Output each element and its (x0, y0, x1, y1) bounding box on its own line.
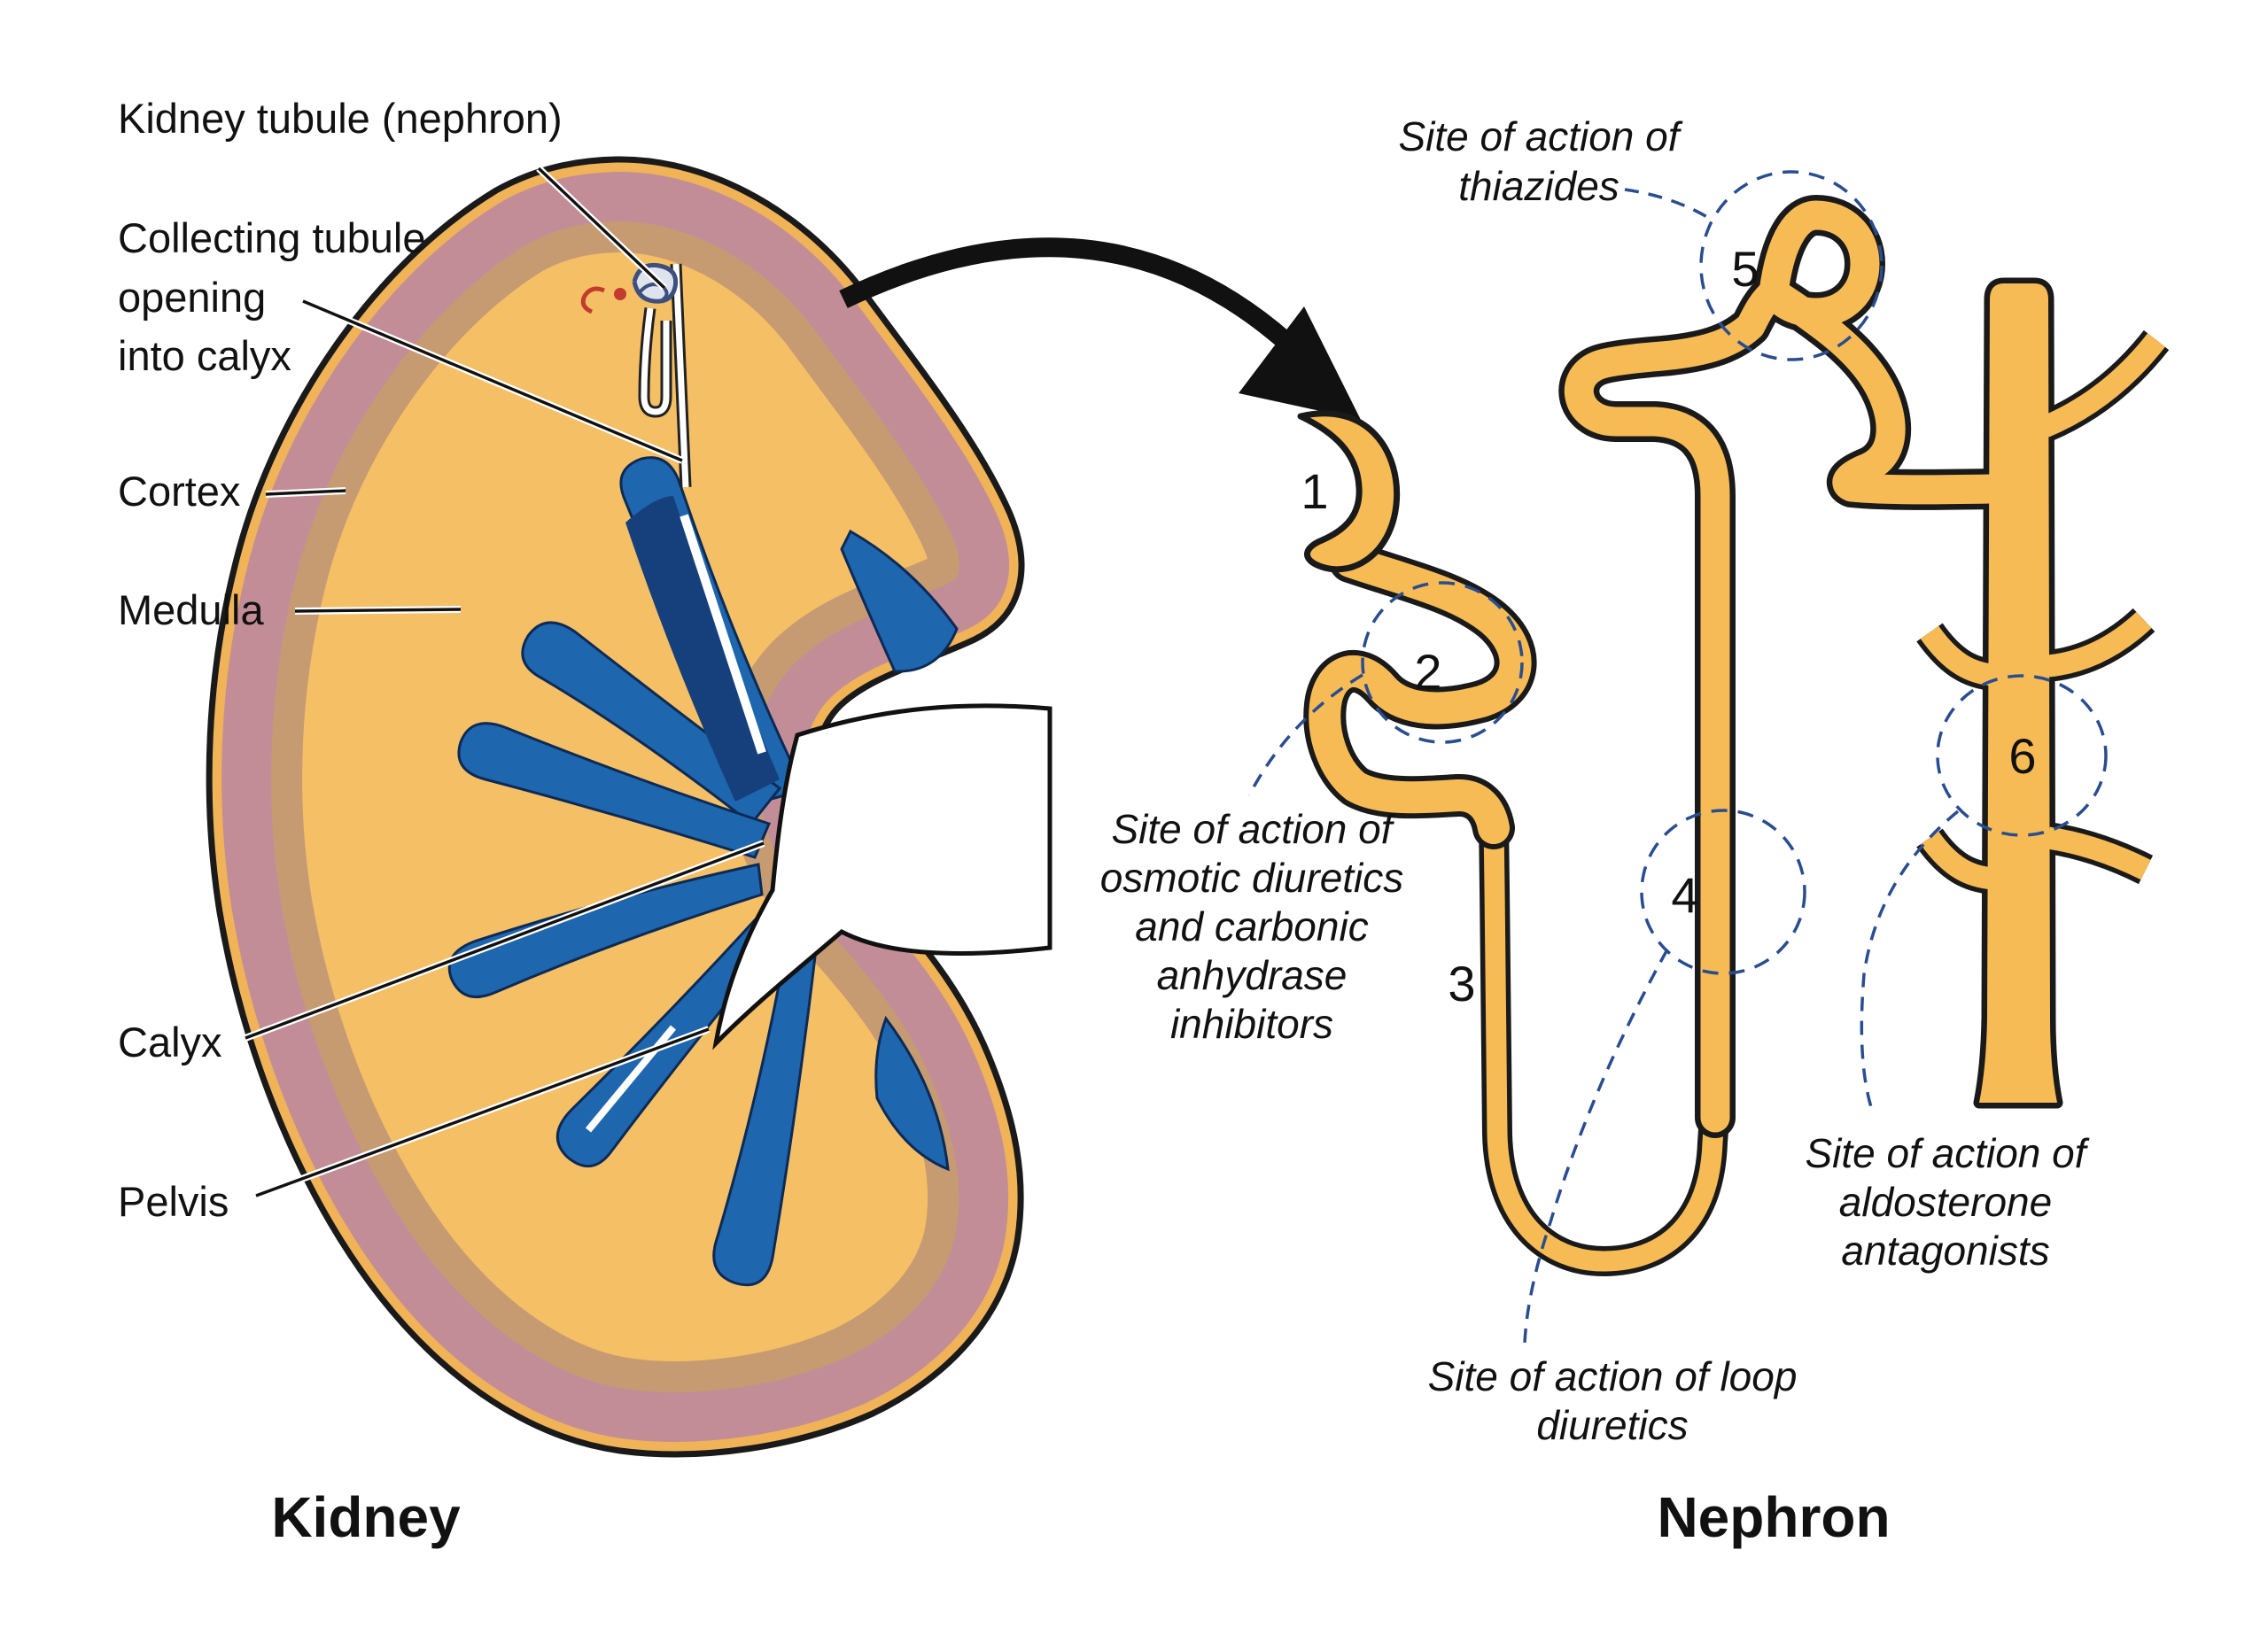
nephron-illustration: 1 2 3 4 5 6 (1247, 170, 2170, 1344)
calyx-navy-shadow (625, 496, 780, 802)
mini-loop (641, 307, 670, 415)
site-number-6: 6 (2008, 728, 2036, 784)
kidney-illustration (206, 156, 1052, 1458)
collecting-duct (1979, 283, 2057, 1103)
label-loop-line1: Site of action of loop (1428, 1353, 1798, 1399)
branch-5 (2047, 826, 2151, 880)
calyx-lower-right (874, 1015, 950, 1172)
label-calyx: Calyx (118, 1019, 222, 1065)
site-number-5: 5 (1731, 241, 1759, 297)
nephron-labels: Site of action of thiazides Site of acti… (1100, 113, 2090, 1549)
branch-1 (2040, 333, 2165, 438)
label-medulla: Medulla (118, 586, 264, 633)
leader-calyx (245, 841, 765, 1040)
label-collecting-line2: opening (118, 274, 266, 321)
calyx-wedge-down (712, 951, 817, 1287)
branch-4 (1920, 831, 1995, 890)
leader-pelvis (255, 1027, 710, 1197)
label-collecting-line1: Collecting tubule (118, 214, 426, 261)
site-circle-2 (1361, 581, 1524, 744)
calyx-wedge-left (457, 722, 772, 859)
mini-collecting-tubule (672, 263, 689, 488)
label-aldosterone-line1: Site of action of (1805, 1130, 2089, 1176)
nephron-fill-pass (1564, 200, 2165, 1133)
site-number-1: 1 (1301, 463, 1328, 519)
site-circle-6 (1936, 674, 2108, 837)
leader-loop-diuretics (1523, 949, 1669, 1344)
label-cortex: Cortex (118, 468, 240, 515)
branch-3 (2047, 611, 2152, 678)
label-thiazides-line2: thiazides (1458, 163, 1619, 209)
label-osmotic-line2: osmotic diuretics (1100, 855, 1404, 901)
bowman-capsule (1297, 410, 1401, 573)
loop-of-henle (1483, 811, 1726, 1272)
distal-ascending-tubule (1564, 200, 2007, 1133)
label-pelvis: Pelvis (118, 1178, 229, 1225)
label-loop-line2: diuretics (1536, 1402, 1688, 1448)
nephron-title: Nephron (1657, 1485, 1890, 1549)
site-annotations (1247, 170, 2108, 1344)
label-osmotic-line1: Site of action of (1111, 806, 1395, 852)
glomerulus-red-vessel (580, 286, 605, 314)
glomerulus-red-dot (614, 288, 626, 300)
zoom-arrow-icon (839, 237, 1361, 420)
site-circle-4 (1640, 809, 1806, 975)
leader-medulla (294, 608, 462, 613)
branch-2 (1920, 625, 1995, 686)
leader-tubule (537, 167, 666, 290)
leader-collecting (302, 299, 683, 462)
kidney-leaders (244, 166, 765, 1199)
renal-pelvis (712, 703, 1052, 1050)
calyx-wedge-upleft (521, 621, 782, 826)
zoom-arrow-shaft (839, 237, 1293, 350)
proximal-tubule (1309, 546, 1532, 844)
label-aldosterone-line3: antagonists (1841, 1228, 2049, 1274)
leader-aldosterone (1860, 810, 1960, 1108)
label-collecting-line3: into calyx (118, 332, 291, 379)
kidney-labels: Kidney tubule (nephron) Collecting tubul… (118, 95, 563, 1549)
kidney-title: Kidney (271, 1485, 461, 1549)
label-osmotic-line3: and carbonic (1135, 903, 1368, 949)
site-number-2: 2 (1414, 644, 1441, 700)
site-circle-5 (1699, 170, 1884, 361)
leader-thiazides (1624, 188, 1713, 221)
mini-nephron (580, 262, 692, 488)
label-aldosterone-line2: aldosterone (1839, 1179, 2052, 1225)
site-number-3: 3 (1448, 956, 1475, 1011)
site-number-4: 4 (1671, 867, 1698, 923)
label-thiazides-line1: Site of action of (1398, 113, 1682, 159)
kidney-outline (206, 156, 1025, 1458)
label-osmotic-line4: anhydrase (1157, 952, 1348, 998)
label-kidney-tubule: Kidney tubule (nephron) (118, 95, 563, 142)
leader-osmotic (1247, 673, 1363, 796)
infundibulum-upper (680, 514, 766, 755)
leader-cortex (265, 489, 346, 496)
zoom-arrow-head (1239, 306, 1361, 420)
site-numbers: 1 2 3 4 5 6 (1301, 241, 2036, 1011)
calyx-upper-right (840, 529, 959, 673)
label-osmotic-line5: inhibitors (1170, 1001, 1333, 1047)
calyces (447, 456, 959, 1287)
